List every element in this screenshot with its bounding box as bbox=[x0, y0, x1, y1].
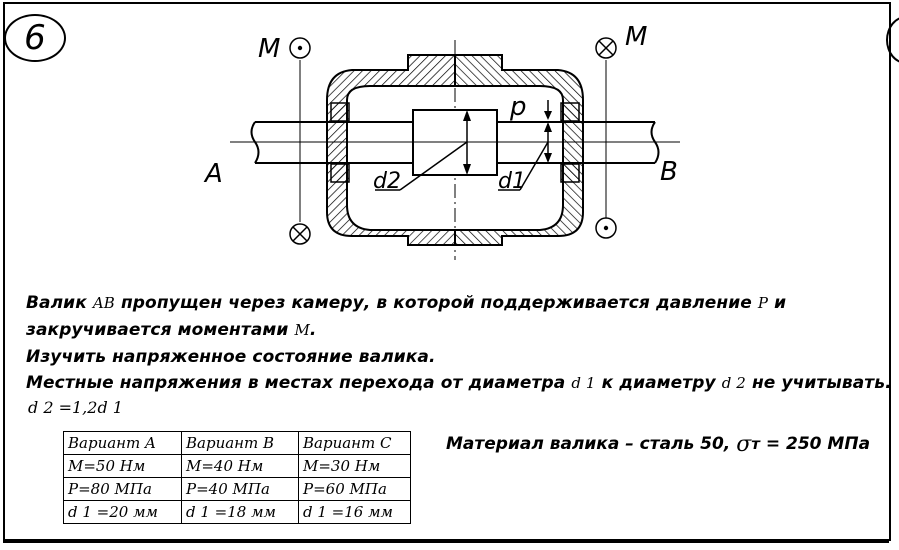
table-row: P=80 МПа P=40 МПа P=60 МПа bbox=[63, 477, 411, 501]
table-cell: P=40 МПа bbox=[181, 477, 299, 501]
label-p: p bbox=[509, 92, 527, 122]
statement-line-2: закручивается моментами M. bbox=[26, 320, 317, 340]
table-cell: d 1 =20 мм bbox=[63, 500, 182, 524]
shaft bbox=[230, 109, 680, 176]
table-cell: Вариант A bbox=[63, 431, 182, 455]
statement-line-4: Местные напряжения в местах перехода от … bbox=[26, 373, 892, 393]
material-note: Материал валика – сталь 50, σт = 250 МПа bbox=[446, 432, 871, 457]
label-a: A bbox=[203, 159, 223, 189]
diameter-leaders bbox=[375, 100, 552, 191]
statement-line-3: Изучить напряженное состояние валика. bbox=[26, 347, 436, 367]
table-cell: P=60 МПа bbox=[298, 477, 411, 501]
diameter-relation: d 2 =1,2d 1 bbox=[28, 398, 123, 417]
table-cell: P=80 МПа bbox=[63, 477, 182, 501]
page-frame-bottom bbox=[3, 541, 889, 543]
problem-number: 6 bbox=[24, 18, 46, 58]
table-cell: M=40 Нм bbox=[181, 454, 299, 478]
table-cell: d 1 =18 мм bbox=[181, 500, 299, 524]
label-m-right: M bbox=[625, 22, 647, 52]
table-row: M=50 Нм M=40 Нм M=30 Нм bbox=[63, 454, 411, 478]
table-cell: M=30 Нм bbox=[298, 454, 411, 478]
label-d1: d1 bbox=[498, 169, 526, 194]
label-d2: d2 bbox=[373, 169, 401, 194]
statement-line-1: Валик AB пропущен через камеру, в которо… bbox=[26, 293, 787, 313]
moment-symbols bbox=[289, 37, 617, 245]
table-cell: Вариант B bbox=[181, 431, 299, 455]
label-m-left: M bbox=[258, 34, 280, 64]
problem-number-circle: 6 bbox=[4, 14, 66, 62]
table-row: Вариант A Вариант B Вариант C bbox=[63, 431, 411, 455]
variants-table: Вариант A Вариант B Вариант C M=50 Нм M=… bbox=[63, 431, 411, 524]
page-frame bbox=[3, 2, 889, 541]
table-cell: M=50 Нм bbox=[63, 454, 182, 478]
page-frame-right-edge bbox=[889, 2, 891, 541]
table-row: d 1 =20 мм d 1 =18 мм d 1 =16 мм bbox=[63, 500, 411, 524]
table-cell: Вариант C bbox=[298, 431, 411, 455]
table-cell: d 1 =16 мм bbox=[298, 500, 411, 524]
label-b: B bbox=[660, 157, 678, 187]
sigma-symbol: σ bbox=[736, 432, 752, 457]
